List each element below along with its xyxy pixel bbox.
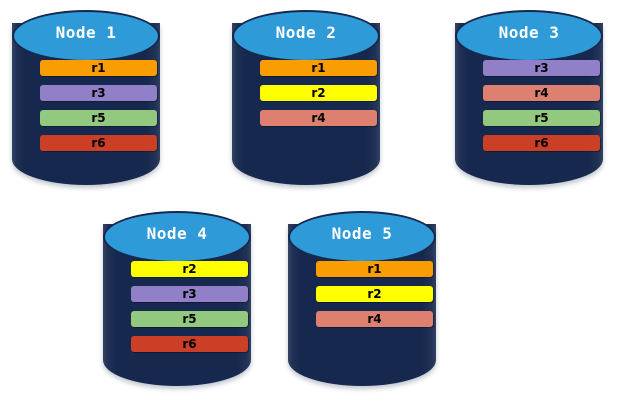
replica-label: r4 <box>311 111 326 125</box>
replica-stack: r1 r2 r4 <box>316 261 433 327</box>
replica-label: r3 <box>91 86 106 100</box>
replica-label: r2 <box>182 262 197 276</box>
replica-label: r1 <box>311 61 326 75</box>
replica-bar[interactable]: r5 <box>40 110 157 126</box>
replica-bar[interactable]: r2 <box>316 286 433 302</box>
replica-label: r6 <box>182 337 197 351</box>
node-cylinder-5[interactable]: Node 5 r1 r2 r4 <box>288 211 436 386</box>
replica-bar[interactable]: r6 <box>483 135 600 151</box>
replica-label: r3 <box>534 61 549 75</box>
replica-label: r4 <box>367 312 382 326</box>
replica-label: r1 <box>367 262 382 276</box>
replica-label: r5 <box>182 312 197 326</box>
cylinder-top-disc <box>288 211 436 263</box>
node-title: Node 2 <box>275 23 337 42</box>
replica-stack: r1 r3 r5 r6 <box>40 60 157 151</box>
replica-label: r5 <box>534 111 549 125</box>
node-title: Node 3 <box>498 23 560 42</box>
replica-bar[interactable]: r1 <box>316 261 433 277</box>
replica-bar[interactable]: r3 <box>483 60 600 76</box>
node-title: Node 4 <box>146 224 208 243</box>
replica-bar[interactable]: r4 <box>260 110 377 126</box>
node-title: Node 1 <box>55 23 117 42</box>
replica-label: r2 <box>367 287 382 301</box>
replica-label: r5 <box>91 111 106 125</box>
replica-label: r3 <box>182 287 197 301</box>
replica-label: r2 <box>311 86 326 100</box>
replica-bar[interactable]: r2 <box>260 85 377 101</box>
node-cylinder-1[interactable]: Node 1 r1 r3 r5 r6 <box>12 10 160 185</box>
replica-label: r1 <box>91 61 106 75</box>
replica-bar[interactable]: r6 <box>131 336 248 352</box>
replica-stack: r1 r2 r4 <box>260 60 377 126</box>
replica-stack: r2 r3 r5 r6 <box>131 261 248 352</box>
node-cylinder-4[interactable]: Node 4 r2 r3 r5 r6 <box>103 211 251 386</box>
replica-bar[interactable]: r4 <box>316 311 433 327</box>
node-cylinder-3[interactable]: Node 3 r3 r4 r5 r6 <box>455 10 603 185</box>
node-cylinder-2[interactable]: Node 2 r1 r2 r4 <box>232 10 380 185</box>
node-title: Node 5 <box>331 224 393 243</box>
replica-bar[interactable]: r4 <box>483 85 600 101</box>
replica-bar[interactable]: r3 <box>131 286 248 302</box>
replica-bar[interactable]: r6 <box>40 135 157 151</box>
replica-bar[interactable]: r2 <box>131 261 248 277</box>
replica-bar[interactable]: r5 <box>483 110 600 126</box>
replica-label: r4 <box>534 86 549 100</box>
replica-bar[interactable]: r1 <box>260 60 377 76</box>
replica-bar[interactable]: r3 <box>40 85 157 101</box>
replica-bar[interactable]: r5 <box>131 311 248 327</box>
replica-bar[interactable]: r1 <box>40 60 157 76</box>
replica-label: r6 <box>534 136 549 150</box>
replica-stack: r3 r4 r5 r6 <box>483 60 600 151</box>
replica-label: r6 <box>91 136 106 150</box>
